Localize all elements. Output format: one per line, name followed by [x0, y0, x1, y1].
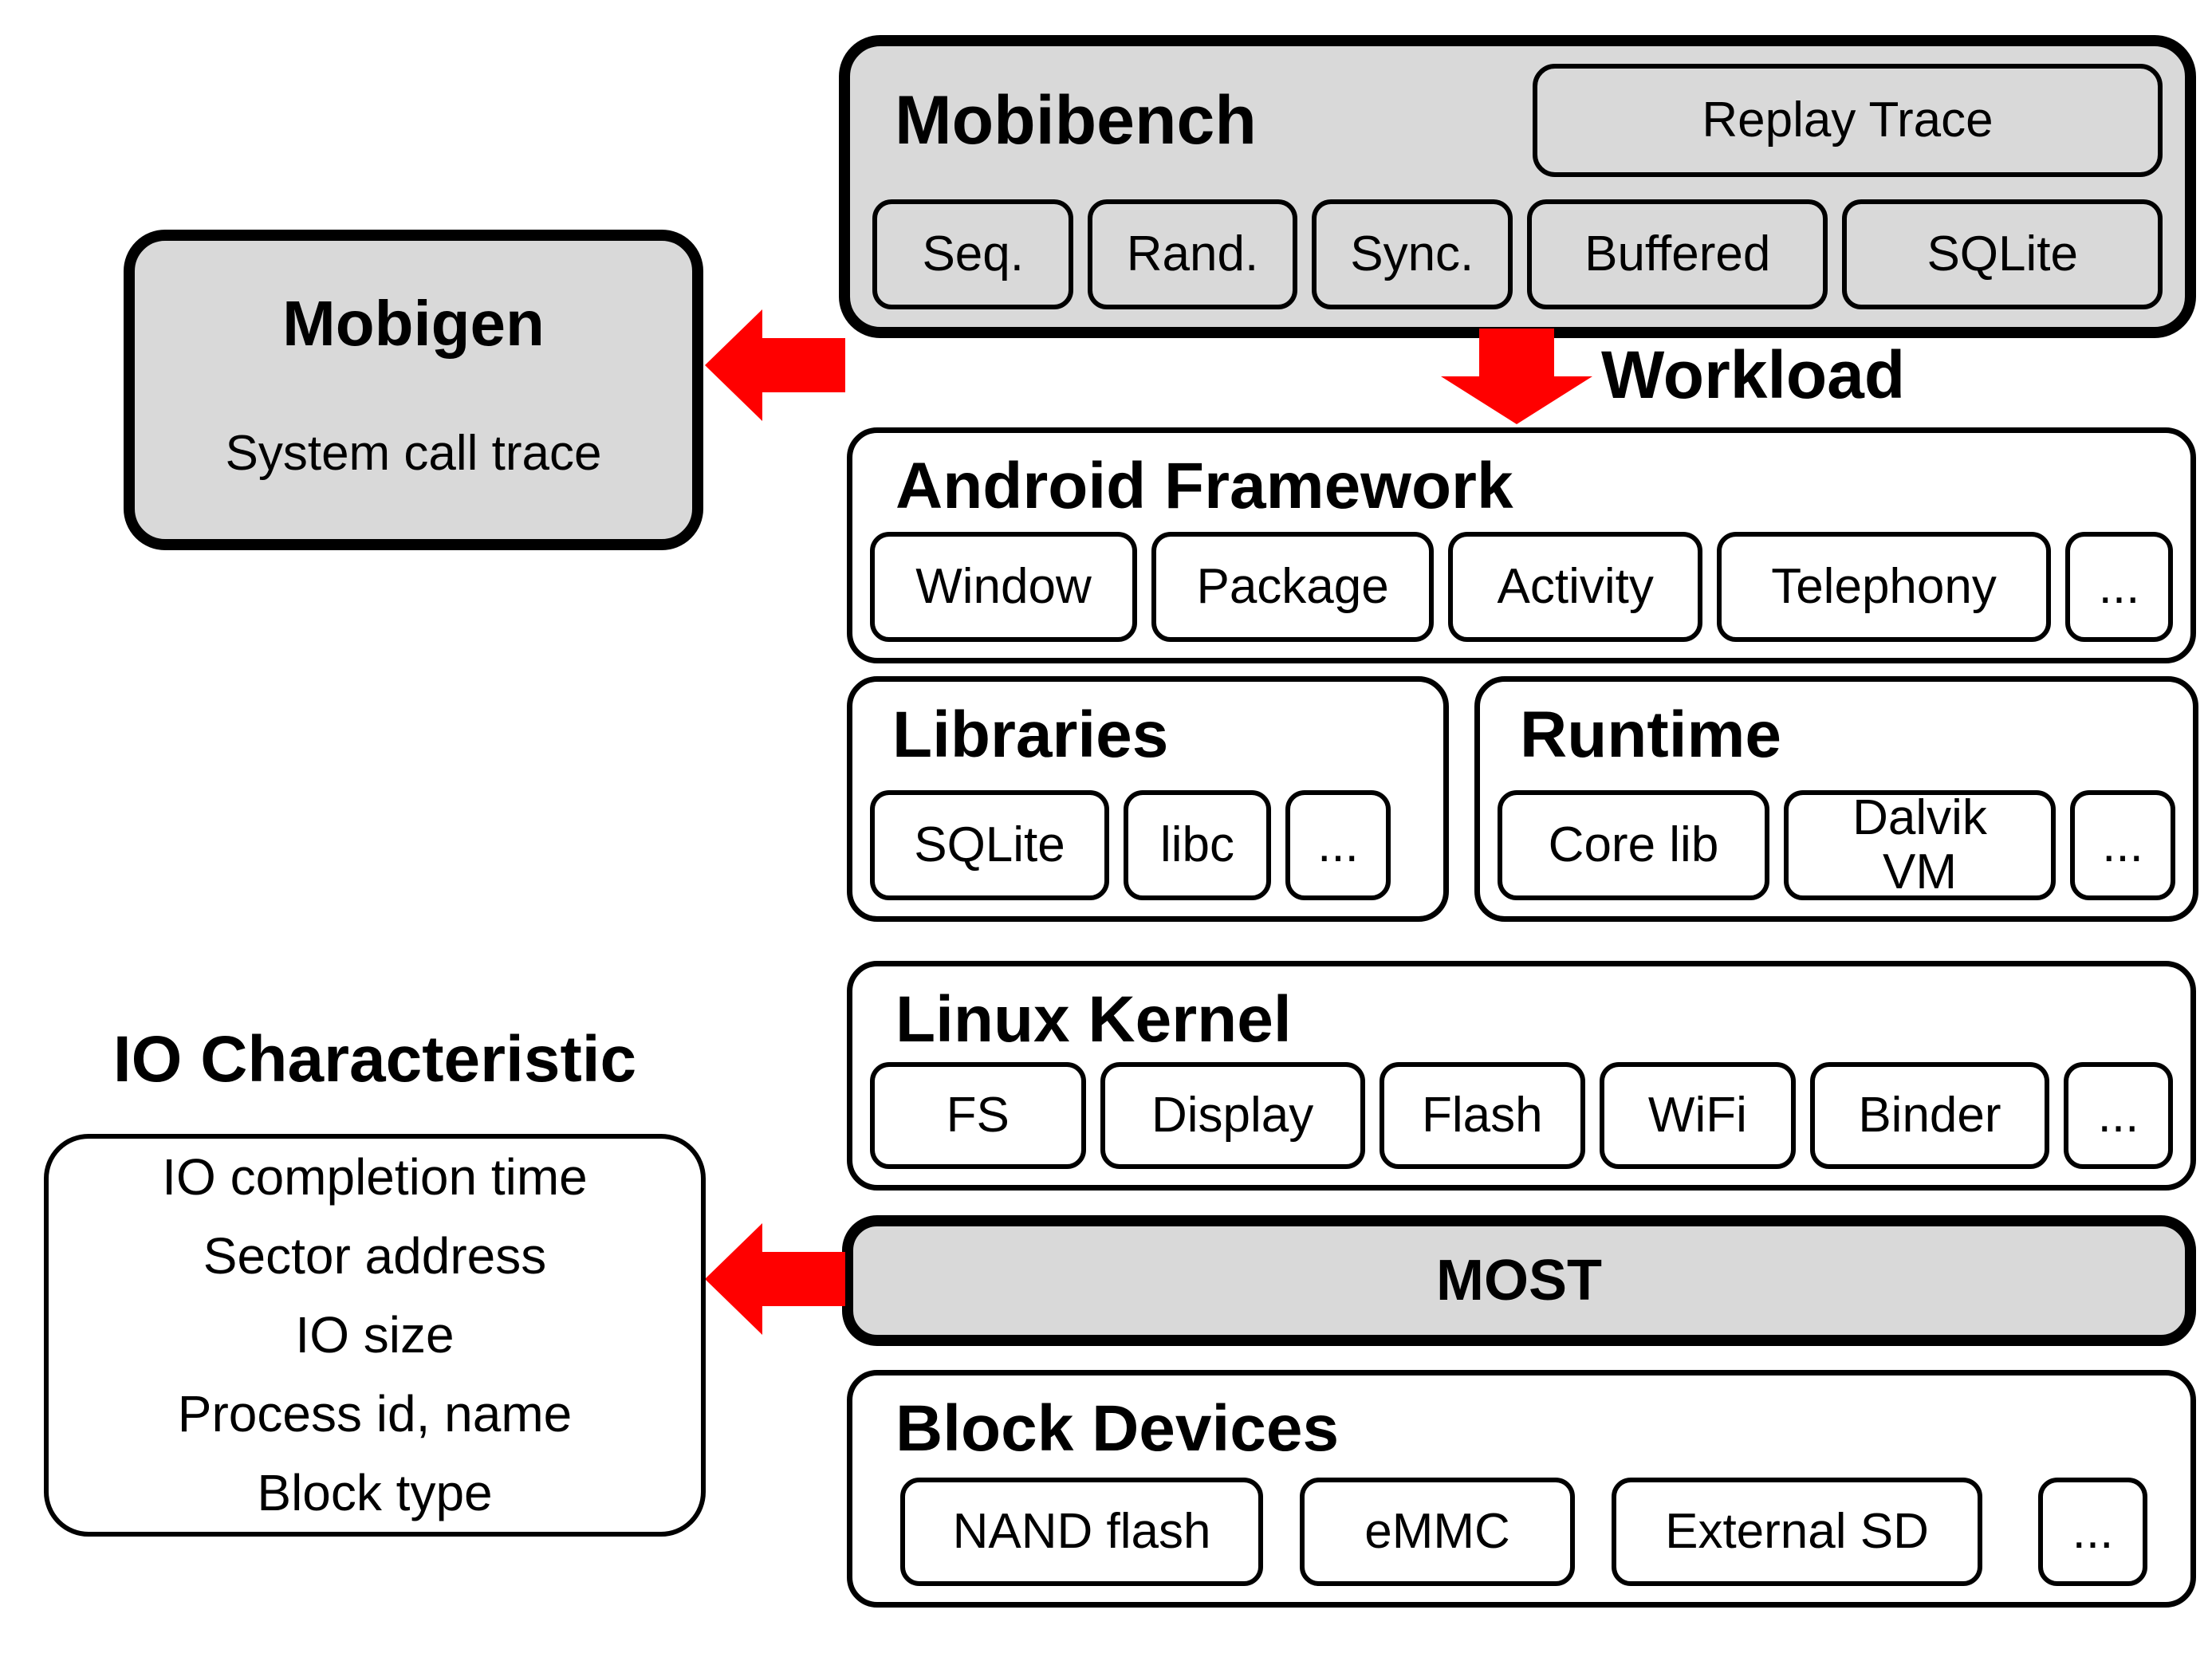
module-fs: FS: [870, 1062, 1086, 1169]
mode-seq-button: Seq.: [872, 199, 1074, 309]
workload-label: Workload: [1601, 337, 1906, 412]
runtime-module-row: Core lib Dalvik VM ...: [1498, 790, 2175, 900]
module-runtime-more: ...: [2070, 790, 2175, 900]
mode-sqlite-button: SQLite: [1842, 199, 2163, 309]
module-dalvik-vm: Dalvik VM: [1784, 790, 2056, 900]
libraries-module-row: SQLite libc ...: [870, 790, 1426, 900]
module-core-lib: Core lib: [1498, 790, 1769, 900]
device-nand-flash: NAND flash: [900, 1478, 1263, 1586]
arrow-down-workload-icon: [1441, 329, 1592, 424]
replay-trace-button: Replay Trace: [1533, 64, 2163, 177]
io-line-block-type: Block type: [257, 1464, 493, 1521]
module-libraries-more: ...: [1285, 790, 1391, 900]
most-title: MOST: [1436, 1249, 1602, 1313]
mobigen-box: Mobigen System call trace: [124, 230, 703, 550]
mobigen-title: Mobigen: [282, 288, 545, 359]
module-wifi: WiFi: [1599, 1062, 1796, 1169]
module-libc: libc: [1124, 790, 1271, 900]
mobibench-box: Mobibench Replay Trace Seq. Rand. Sync. …: [839, 35, 2196, 338]
linux-kernel-box: Linux Kernel FS Display Flash WiFi Binde…: [847, 961, 2196, 1191]
mode-rand-button: Rand.: [1088, 199, 1297, 309]
block-devices-box: Block Devices NAND flash eMMC External S…: [847, 1370, 2196, 1608]
mode-sync-button: Sync.: [1311, 199, 1513, 309]
libraries-title: Libraries: [892, 699, 1169, 771]
linux-kernel-module-row: FS Display Flash WiFi Binder ...: [870, 1062, 2173, 1169]
mobibench-mode-row: Seq. Rand. Sync. Buffered SQLite: [872, 199, 2163, 309]
arrow-left-to-mobigen-icon: [705, 309, 845, 421]
module-window: Window: [870, 532, 1137, 642]
module-package: Package: [1151, 532, 1435, 642]
device-more: ...: [2038, 1478, 2147, 1586]
io-line-completion-time: IO completion time: [162, 1148, 588, 1206]
mobibench-header: Mobibench Replay Trace: [872, 64, 2163, 177]
android-framework-title: Android Framework: [895, 450, 1513, 522]
module-display: Display: [1100, 1062, 1365, 1169]
device-external-sd: External SD: [1612, 1478, 1982, 1586]
linux-kernel-title: Linux Kernel: [895, 983, 1292, 1056]
arrow-left-to-io-icon: [705, 1223, 845, 1335]
module-kernel-more: ...: [2063, 1062, 2173, 1169]
block-devices-title: Block Devices: [895, 1392, 1340, 1465]
runtime-box: Runtime Core lib Dalvik VM ...: [1474, 676, 2198, 922]
module-activity: Activity: [1448, 532, 1703, 642]
module-flash: Flash: [1379, 1062, 1585, 1169]
android-framework-module-row: Window Package Activity Telephony ...: [870, 532, 2173, 642]
mobibench-title: Mobibench: [895, 81, 1257, 159]
runtime-title: Runtime: [1520, 699, 1781, 771]
block-devices-row: NAND flash eMMC External SD ...: [870, 1478, 2173, 1586]
module-binder: Binder: [1809, 1062, 2049, 1169]
io-characteristic-title: IO Characteristic: [112, 1023, 637, 1096]
most-box: MOST: [842, 1215, 2196, 1346]
io-line-sector-address: Sector address: [203, 1227, 547, 1285]
io-characteristic-box: IO completion time Sector address IO siz…: [44, 1134, 706, 1537]
module-framework-more: ...: [2065, 532, 2173, 642]
mode-buffered-button: Buffered: [1526, 199, 1828, 309]
system-call-trace-label: System call trace: [225, 426, 602, 481]
io-line-io-size: IO size: [295, 1306, 455, 1364]
android-framework-box: Android Framework Window Package Activit…: [847, 427, 2196, 663]
device-emmc: eMMC: [1300, 1478, 1575, 1586]
libraries-box: Libraries SQLite libc ...: [847, 676, 1449, 922]
module-telephony: Telephony: [1717, 532, 2051, 642]
module-sqlite-lib: SQLite: [870, 790, 1109, 900]
io-line-process-id-name: Process id, name: [177, 1385, 573, 1442]
